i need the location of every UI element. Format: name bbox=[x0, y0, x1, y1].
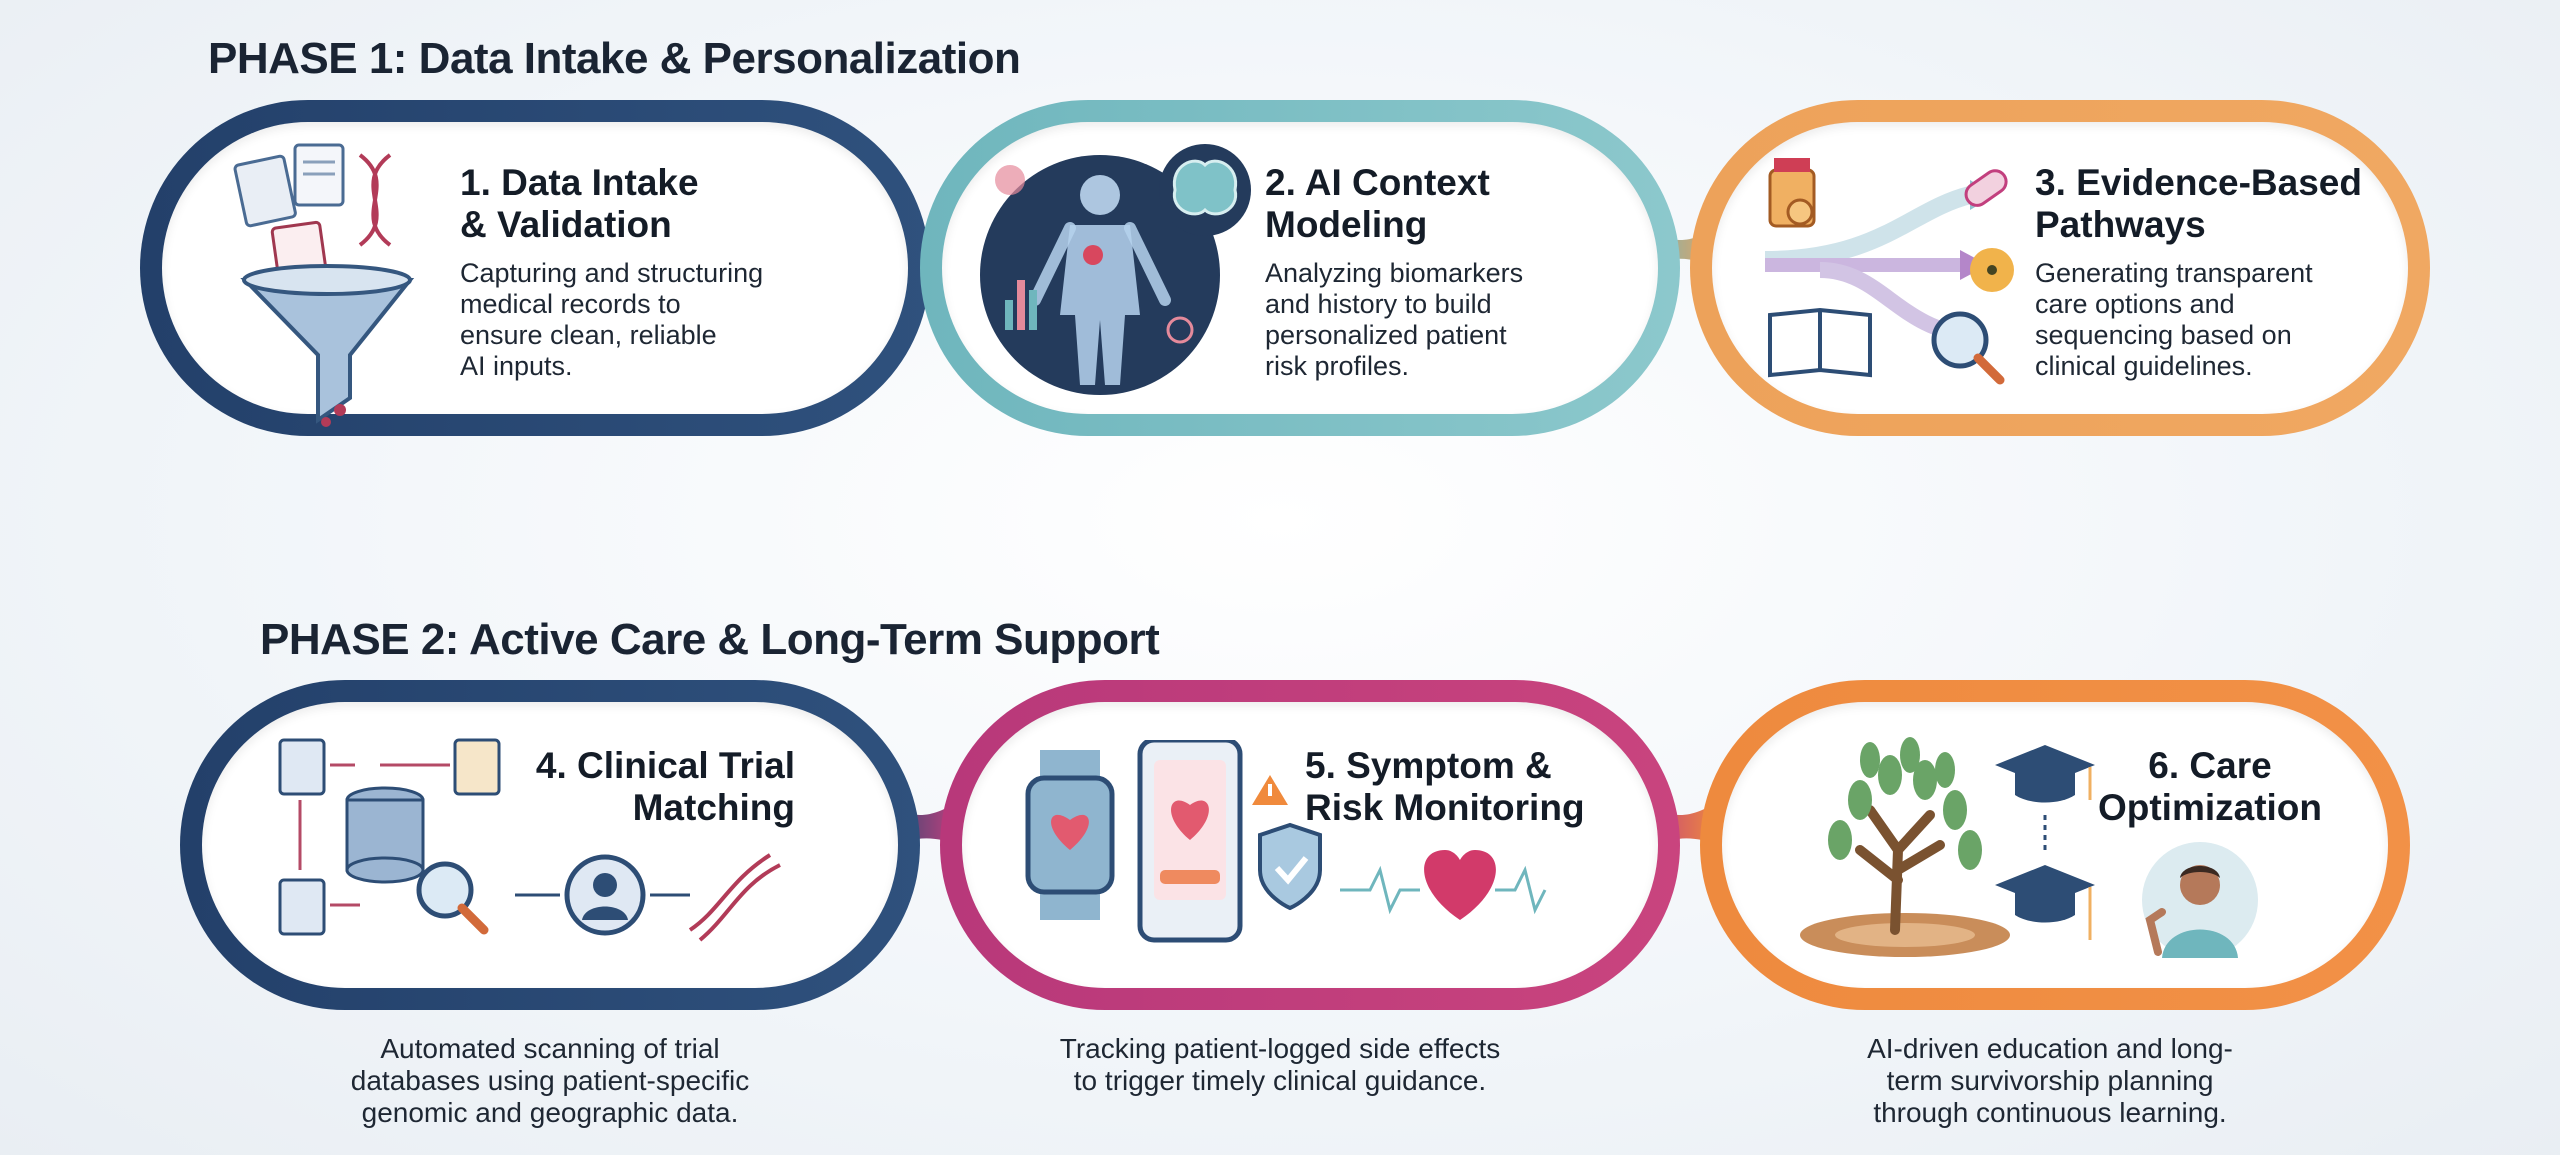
step-5-title: 5. Symptom & Risk Monitoring bbox=[1305, 745, 1585, 828]
tree-icon bbox=[1800, 737, 2010, 957]
document-icon bbox=[233, 154, 297, 228]
document-icon bbox=[278, 738, 501, 936]
chart-icon bbox=[1005, 280, 1037, 330]
database-icon bbox=[278, 738, 501, 936]
step-4-description: Automated scanning of trial databases us… bbox=[350, 1033, 750, 1128]
magnifier-icon bbox=[416, 861, 489, 935]
step-6-title: 6. Care Optimization bbox=[2097, 745, 2323, 828]
funnel-icon bbox=[233, 143, 415, 427]
step-2-title: 2. AI Context Modeling bbox=[1265, 162, 1490, 245]
book-icon bbox=[1768, 307, 1872, 378]
heart-icon bbox=[1424, 850, 1496, 920]
dna-icon bbox=[358, 153, 392, 247]
pill-bottle-icon bbox=[1768, 158, 1816, 228]
smartphone-icon bbox=[1137, 740, 1243, 943]
step-3-description: Generating transparent care options and … bbox=[2035, 258, 2313, 381]
step-1-card bbox=[140, 100, 930, 436]
step-4-title: 4. Clinical Trial Matching bbox=[535, 745, 795, 828]
step-3-title: 3. Evidence-Based Pathways bbox=[2035, 162, 2362, 245]
smartwatch-icon bbox=[1025, 740, 1547, 943]
arrows-icon bbox=[1764, 158, 2014, 385]
dna-icon bbox=[688, 853, 781, 942]
radiation-icon bbox=[1970, 248, 2014, 292]
step-5-description: Tracking patient-logged side effects to … bbox=[1059, 1033, 1501, 1096]
warning-icon bbox=[1252, 775, 1288, 805]
shield-check-icon bbox=[1258, 822, 1322, 911]
phase2-title: PHASE 2: Active Care & Long-Term Support bbox=[260, 615, 1160, 664]
person-icon bbox=[515, 853, 781, 942]
phase1-title: PHASE 1: Data Intake & Personalization bbox=[208, 34, 1021, 83]
brain-icon bbox=[1159, 144, 1251, 236]
step-1-description: Capturing and structuring medical record… bbox=[460, 258, 764, 381]
step-1-title: 1. Data Intake & Validation bbox=[460, 162, 699, 245]
step-6-description: AI-driven education and long- term survi… bbox=[1867, 1033, 2233, 1128]
graduation-cap-icon bbox=[1995, 745, 2095, 940]
human-body-icon bbox=[980, 155, 1220, 395]
person-icon bbox=[2142, 842, 2258, 958]
capsule-icon bbox=[1964, 169, 2008, 207]
magnifier-icon bbox=[1931, 311, 2005, 385]
step-2-description: Analyzing biomarkers and history to buil… bbox=[1265, 258, 1524, 381]
